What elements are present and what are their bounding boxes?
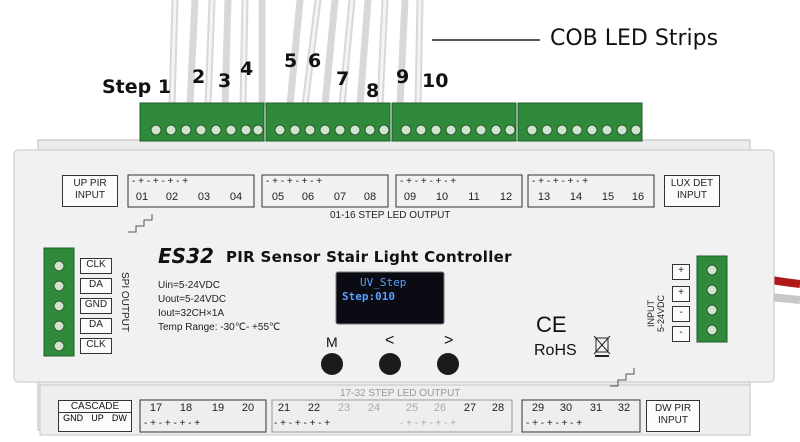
step-label-7: 7 [336,68,350,90]
bottom-channel: 29 [531,402,545,414]
dw-pir-input-label: DW PIR INPUT [646,400,700,432]
button-m[interactable] [321,353,343,375]
rohs-mark: RoHS [534,342,577,359]
step-label-3: 3 [218,70,232,92]
step-label-5: 5 [284,50,298,72]
top-channel: 14 [569,191,583,203]
bottom-channel: 32 [617,402,631,414]
input-voltage-label: INPUT 5-24VDC [646,294,666,332]
step-label-8: 8 [366,80,380,102]
up-pir-input-label: UP PIR INPUT [62,175,118,207]
spec-uout: Uout=5-24VDC [158,294,227,305]
top-output-label: 01-16 STEP LED OUTPUT [330,210,451,221]
step-label-10: 10 [422,70,449,92]
bottom-channel: 25 [405,402,419,414]
top-channel: 05 [271,191,285,203]
bottom-pm-1: - + - + - + - + [144,418,201,429]
spec-uin: Uin=5-24VDC [158,280,220,291]
ce-mark: CE [536,312,567,337]
bottom-channel: 27 [463,402,477,414]
button-right[interactable] [437,353,459,375]
bottom-channel: 31 [589,402,603,414]
top-channel: 04 [229,191,243,203]
bottom-output-label: 17-32 STEP LED OUTPUT [340,388,461,399]
step-label-2: 2 [192,66,206,88]
cascade-pin-up: UP [91,413,104,423]
oled-line-1: UV_Step [360,276,407,289]
bottom-channel: 24 [367,402,381,414]
input-pin-plus-2: + [672,286,690,302]
button-m-label: M [326,334,338,350]
spi-pin-da-2: DA [80,318,112,334]
spi-pin-clk-2: CLK [80,338,112,354]
top-channel: 08 [363,191,377,203]
spec-iout: Iout=32CH×1A [158,308,225,319]
top-channel: 10 [435,191,449,203]
top-pm-1: - + - + - + - + [132,176,189,187]
spi-pin-gnd: GND [80,298,112,314]
bottom-channel: 17 [149,402,163,414]
cascade-pin-gnd: GND [63,413,84,423]
top-channel: 03 [197,191,211,203]
bottom-pm-4: - + - + - + - + [526,418,583,429]
device-title: PIR Sensor Stair Light Controller [226,248,512,266]
step-label-4: 4 [240,58,254,80]
top-channel: 16 [631,191,645,203]
button-right-label: > [444,332,454,349]
step-label-6: 6 [308,50,322,72]
model-name: ES32 [158,244,214,268]
bottom-channel: 30 [559,402,573,414]
oled-line-2: Step:010 [342,290,395,303]
weee-bin-icon [593,335,611,357]
top-channel: 01 [135,191,149,203]
spi-pin-da-1: DA [80,278,112,294]
spec-temp: Temp Range: -30℃- +55℃ [158,322,281,333]
top-channel: 02 [165,191,179,203]
cob-led-callout: COB LED Strips [550,26,719,51]
top-channel: 15 [601,191,615,203]
top-pm-2: - + - + - + - + [266,176,323,187]
button-left[interactable] [379,353,401,375]
input-pin-minus-1: - [672,306,690,322]
top-pm-3: - + - + - + - + [400,176,457,187]
bottom-pm-3: - + - + - + - + [400,418,457,429]
spi-output-label: SPI OUTPUT [119,272,130,333]
input-pin-minus-2: - [672,326,690,342]
input-pin-plus-1: + [672,264,690,280]
top-channel: 07 [333,191,347,203]
cascade-pin-dw: DW [111,413,127,423]
bottom-channel: 18 [179,402,193,414]
top-channel: 11 [468,191,480,203]
bottom-channel: 28 [491,402,505,414]
top-channel: 09 [403,191,417,203]
top-channel: 12 [499,191,513,203]
bottom-channel: 22 [307,402,321,414]
step-label-9: 9 [396,66,410,88]
lux-det-input-label: LUX DET INPUT [664,175,720,207]
cascade-block: CASCADE GND UP DW [58,400,132,432]
bottom-channel: 23 [337,402,351,414]
top-channel: 06 [301,191,315,203]
button-left-label: < [385,332,395,349]
top-channel: 13 [537,191,551,203]
spi-pin-clk-1: CLK [80,258,112,274]
step-label-1: Step 1 [102,76,172,98]
top-pm-4: - + - + - + - + [532,176,589,187]
bottom-pm-2: - + - + - + - + [274,418,331,429]
cascade-label: CASCADE [70,401,120,412]
bottom-channel: 21 [277,402,291,414]
bottom-channel: 19 [211,402,225,414]
bottom-channel: 20 [241,402,255,414]
bottom-channel: 26 [433,402,447,414]
